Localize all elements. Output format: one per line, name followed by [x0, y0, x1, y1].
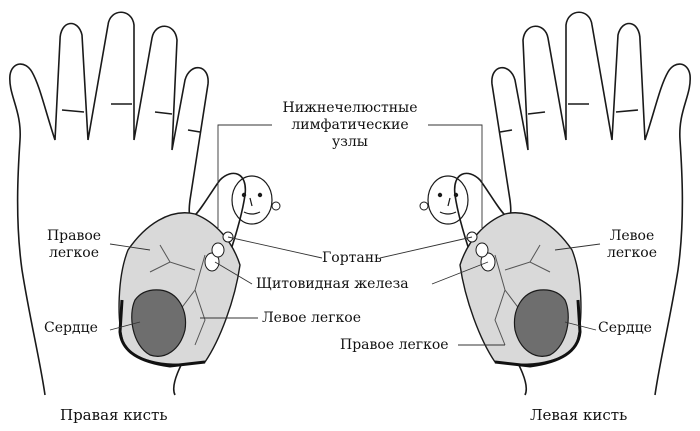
lymph-nodes-label: Нижнечелюстные лимфатические узлы [272, 100, 428, 151]
right-lung-center-label: Правое легкое [340, 337, 449, 353]
left-lung-center-label: Левое легкое [262, 310, 361, 326]
lymph-nodes-line-3: узлы [332, 134, 368, 150]
left-hand-thumb-face [427, 175, 469, 225]
right-hand-heart-label: Сердце [44, 320, 98, 336]
left-hand-lung-line-1: Левое [609, 228, 655, 244]
lymph-nodes-line-1: Нижнечелюстные [282, 100, 418, 116]
left-hand-heart-label: Сердце [598, 320, 652, 336]
left-hand-caption: Левая кисть [530, 406, 628, 424]
right-hand-heart-border [118, 299, 206, 368]
left-hand-bronchi [494, 244, 551, 346]
larynx-label: Гортань [322, 250, 382, 266]
left-hand-heart-border [494, 299, 582, 368]
right-hand-lung-label: Правое легкое [42, 228, 106, 262]
right-hand-bronchi [149, 244, 206, 346]
left-hand-lung-label: Левое легкое [600, 228, 664, 262]
right-hand-thumb-face [231, 175, 273, 225]
left-hand-heart [513, 289, 569, 357]
right-hand-larynx [204, 201, 281, 272]
right-hand-caption: Правая кисть [60, 406, 168, 424]
lymph-nodes-line-2: лимфатические [291, 117, 409, 133]
left-hand-lung-line-2: легкое [607, 245, 657, 261]
leader-lines [109, 124, 601, 346]
right-hand-heart [131, 289, 187, 357]
right-hand-lung-line-1: Правое [46, 228, 102, 244]
right-hand-lung-line-2: легкое [49, 245, 99, 261]
thyroid-label: Щитовидная железа [256, 276, 409, 292]
